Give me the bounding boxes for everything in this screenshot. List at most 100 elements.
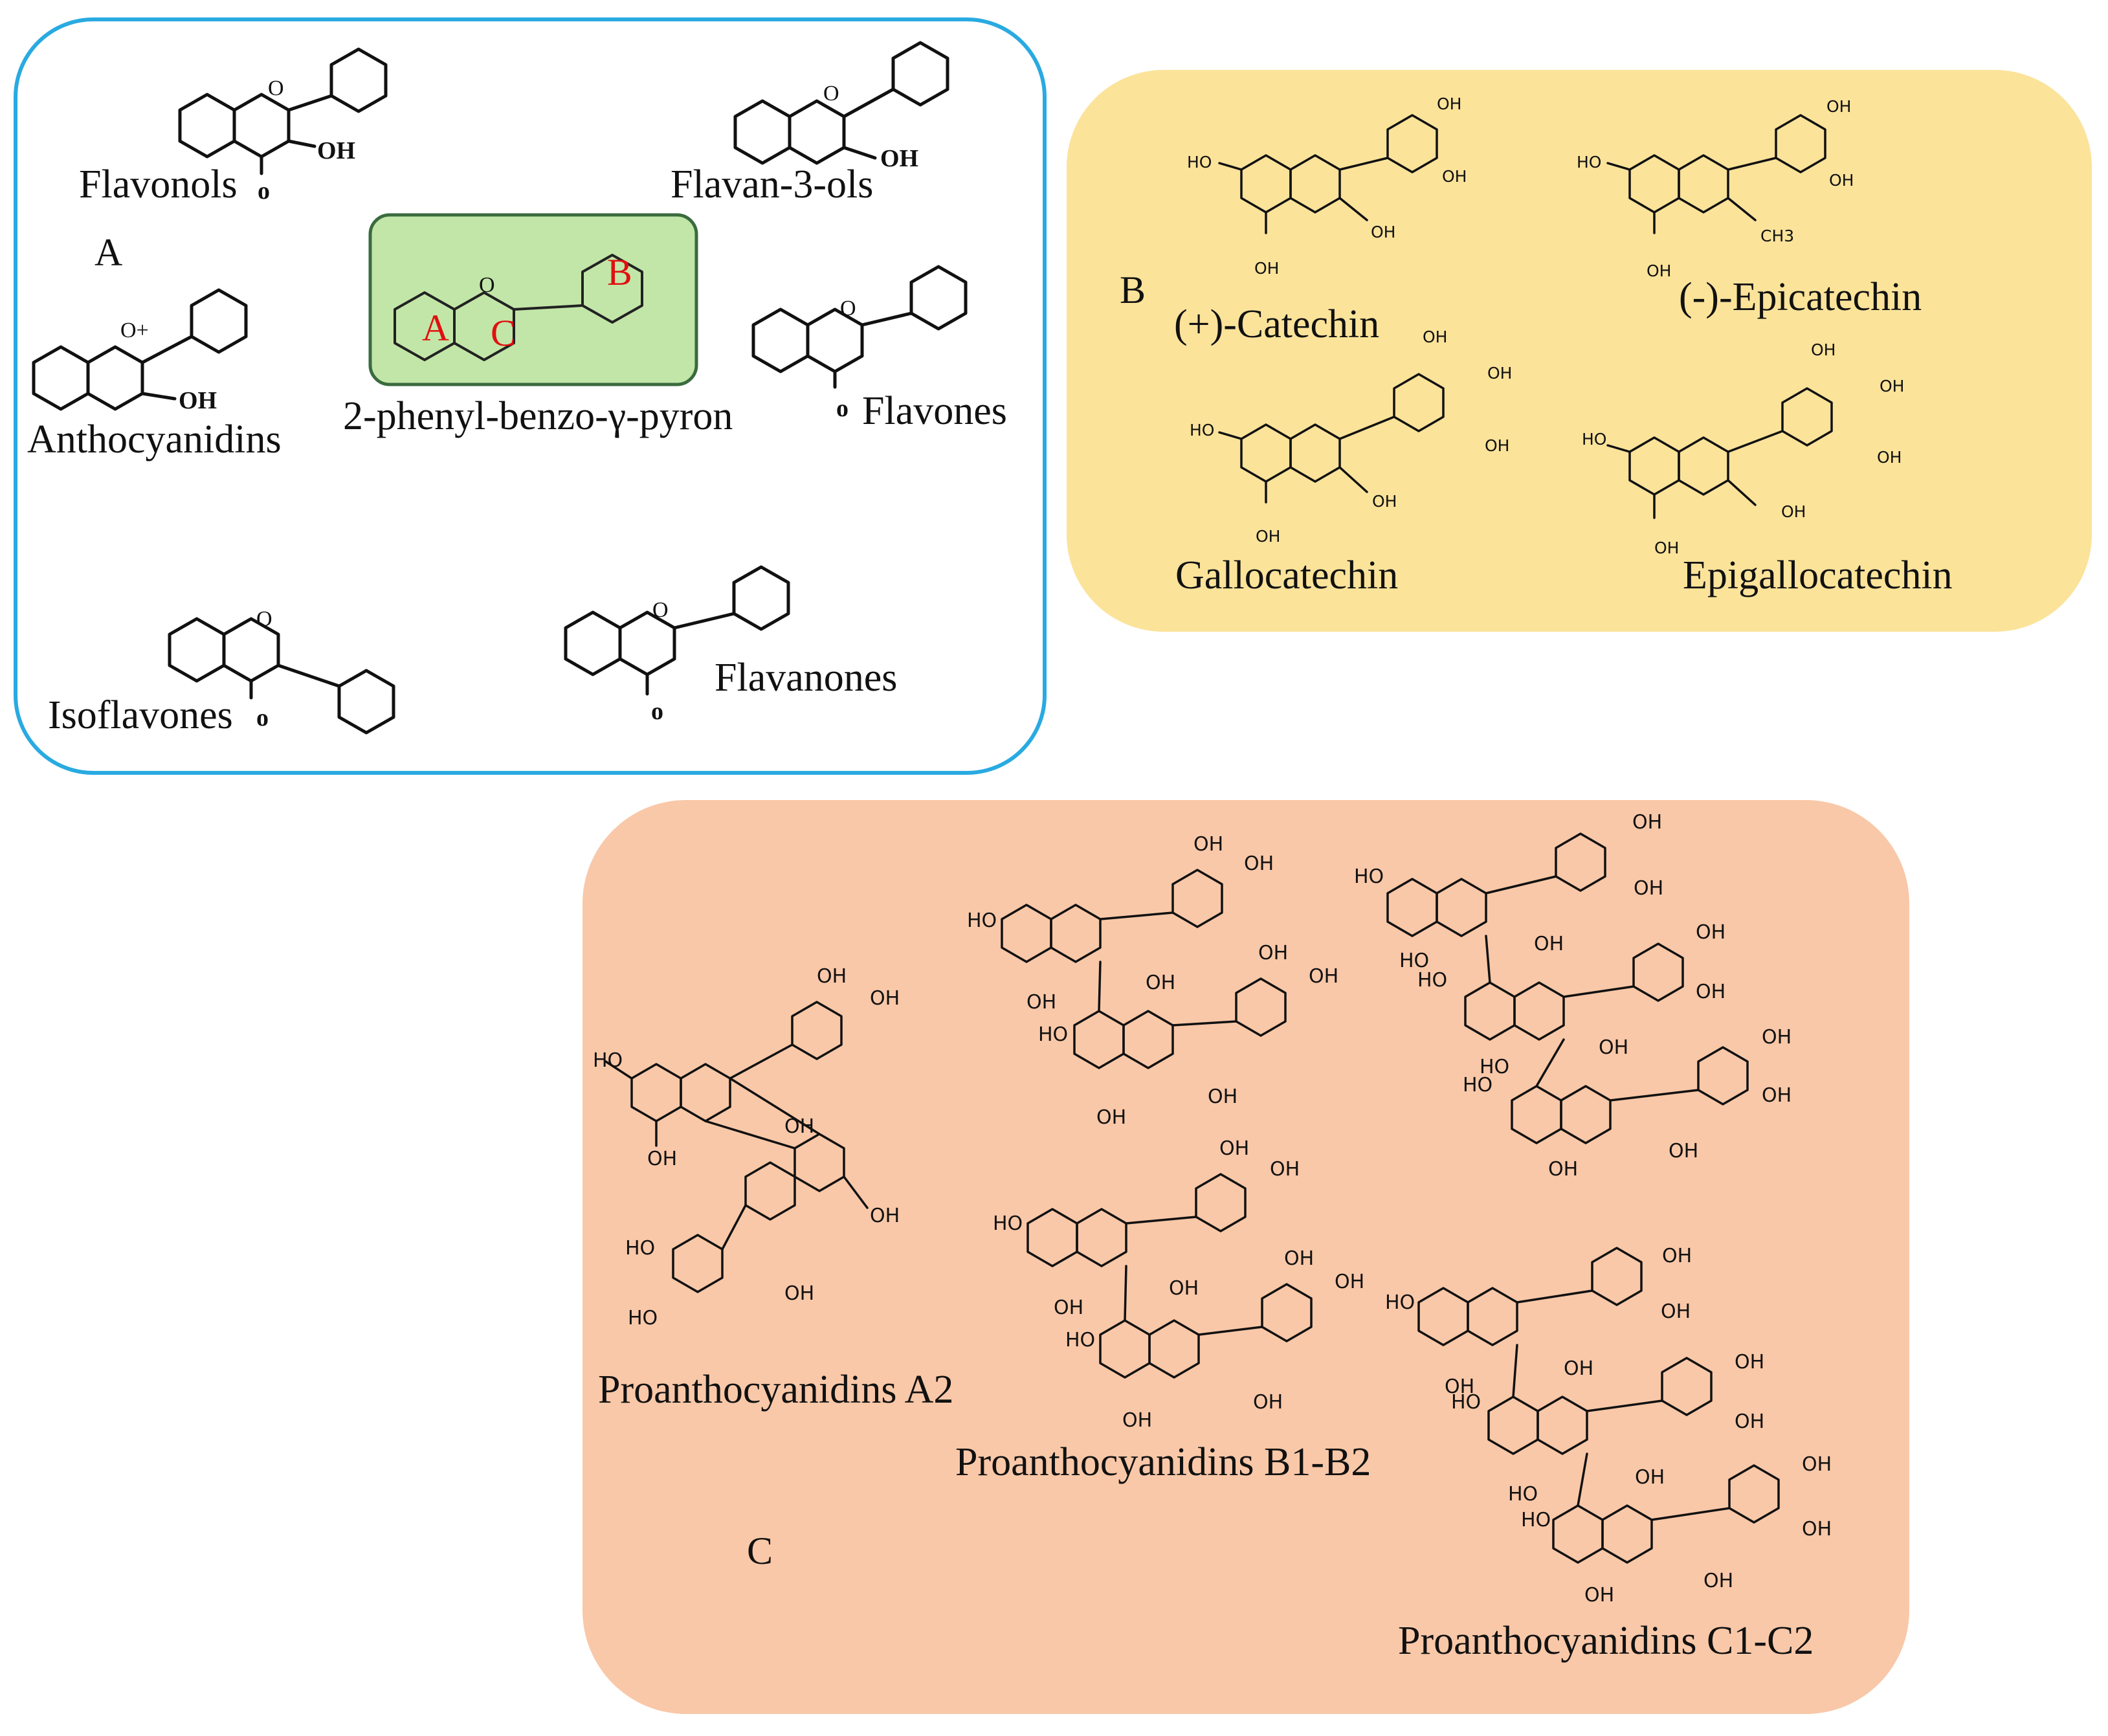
c2-ho-7c: HO xyxy=(1521,1509,1551,1531)
core-scaffold-box xyxy=(368,213,698,386)
panel-c-box xyxy=(582,800,1909,1714)
a2-oh-3p: OH xyxy=(817,965,847,988)
flavones-ring-oxygen: O xyxy=(840,296,856,320)
gallocatechin-oh-3p: OH xyxy=(1423,328,1448,346)
epicatechin-ho-7: HO xyxy=(1577,153,1602,172)
c2-oh-3pb: OH xyxy=(1735,1351,1765,1374)
c1-oh-3pc: OH xyxy=(1762,1026,1792,1049)
epicatechin-structure xyxy=(1606,114,1826,234)
flavones-carbonyl-oxygen: o xyxy=(836,395,849,422)
isoflavones-label: Isoflavones xyxy=(48,693,233,737)
b2-oh-3pb: OH xyxy=(1284,1247,1315,1270)
flavanones-label: Flavanones xyxy=(715,656,898,700)
catechin-ho-7: HO xyxy=(1187,153,1212,172)
c1-oh-3p: OH xyxy=(1632,811,1663,834)
a2-ho-4pb: HO xyxy=(628,1307,658,1330)
b1-oh-4pb: OH xyxy=(1309,965,1339,988)
epigallocatechin-label: Epigallocatechin xyxy=(1683,553,1953,597)
epigallocatechin-oh-3: OH xyxy=(1781,502,1806,521)
c1-ho-5: HO xyxy=(1399,950,1430,972)
catechin-structure xyxy=(1218,114,1438,234)
catechin-oh-5: OH xyxy=(1254,259,1280,278)
epigallocatechin-oh-4p: OH xyxy=(1880,377,1905,395)
flavan-3-ols-ring-oxygen: O xyxy=(823,82,839,106)
b1-oh-3: OH xyxy=(1146,972,1176,994)
a2-oh-3: OH xyxy=(784,1115,815,1138)
c2-oh-4pb: OH xyxy=(1735,1410,1765,1433)
panel-b-letter: B xyxy=(1120,269,1146,311)
epigallocatechin-oh-5: OH xyxy=(1654,539,1680,557)
catechin-oh-4p: OH xyxy=(1442,167,1467,186)
c2-oh-3pc: OH xyxy=(1802,1453,1832,1476)
epicatechin-ch3: CH3 xyxy=(1760,227,1795,245)
proanthocyanidins-a2-label: Proanthocyanidins A2 xyxy=(598,1368,954,1412)
flavonols-carbonyl-oxygen: o xyxy=(258,177,270,205)
b1-oh-3p: OH xyxy=(1193,833,1224,856)
a2-ho-7: HO xyxy=(593,1049,623,1072)
proanthocyanidins-b1-b2-label: Proanthocyanidins B1-B2 xyxy=(955,1440,1371,1484)
proanthocyanidin-b2-structure xyxy=(1026,1173,1313,1379)
b2-oh-5b: OH xyxy=(1122,1409,1153,1432)
epigallocatechin-oh-5p: OH xyxy=(1877,448,1902,467)
c2-oh-3c: OH xyxy=(1703,1570,1734,1592)
b2-oh-5: OH xyxy=(1054,1296,1084,1319)
flavones-label: Flavones xyxy=(862,389,1007,433)
b1-oh-5: OH xyxy=(1026,991,1057,1014)
flavan-3-ols-hydroxyl: OH xyxy=(880,145,919,172)
c2-ho-7b: HO xyxy=(1451,1391,1481,1414)
c2-ho-7: HO xyxy=(1385,1291,1415,1314)
epigallocatechin-ho-7: HO xyxy=(1582,430,1607,449)
c2-oh-3: OH xyxy=(1564,1357,1594,1380)
gallocatechin-label: Gallocatechin xyxy=(1175,553,1399,597)
ring-letter-b: B xyxy=(607,251,632,293)
flavonols-ring-oxygen: O xyxy=(268,76,284,100)
a2-ho-3pb: HO xyxy=(625,1237,656,1260)
anthocyanidins-label: Anthocyanidins xyxy=(27,417,282,462)
c2-oh-5c: OH xyxy=(1584,1584,1615,1607)
catechin-label: (+)-Catechin xyxy=(1174,302,1380,346)
c2-oh-4p: OH xyxy=(1661,1300,1691,1323)
panel-a-letter: A xyxy=(94,231,123,274)
epicatechin-oh-3p: OH xyxy=(1826,97,1852,116)
b1-ho-7b: HO xyxy=(1038,1023,1069,1046)
c1-oh-3c: OH xyxy=(1669,1140,1699,1163)
gallocatechin-ho-7: HO xyxy=(1190,421,1215,440)
epicatechin-label: (-)-Epicatechin xyxy=(1679,275,1922,319)
c1-ho-5b: HO xyxy=(1480,1056,1510,1078)
b1-ho-7: HO xyxy=(967,909,997,932)
catechin-oh-3: OH xyxy=(1371,223,1396,241)
c1-oh-3b: OH xyxy=(1599,1036,1629,1059)
proanthocyanidin-a2-structure xyxy=(605,1001,869,1293)
c1-oh-3pb: OH xyxy=(1696,921,1726,944)
c1-oh-4p: OH xyxy=(1634,877,1664,900)
a2-oh-3b: OH xyxy=(784,1282,815,1305)
ring-letter-a: A xyxy=(422,307,449,349)
ring-letter-c: C xyxy=(491,312,516,354)
b2-oh-3: OH xyxy=(1169,1277,1199,1300)
a2-oh-5: OH xyxy=(647,1148,678,1170)
gallocatechin-oh-5: OH xyxy=(1256,527,1281,546)
proanthocyanidins-c1-c2-label: Proanthocyanidins C1-C2 xyxy=(1398,1619,1814,1663)
epicatechin-oh-5: OH xyxy=(1647,262,1672,280)
proanthocyanidin-c1-structure xyxy=(1386,832,1749,1144)
proanthocyanidin-c2-structure xyxy=(1417,1247,1780,1564)
flavones-structure xyxy=(751,265,968,389)
gallocatechin-oh-3: OH xyxy=(1372,492,1397,511)
flavanones-carbonyl-oxygen: o xyxy=(651,698,663,725)
flavonols-hydroxyl: OH xyxy=(317,137,356,164)
c2-oh-5: OH xyxy=(1445,1375,1475,1398)
anthocyanidins-oxonium: O+ xyxy=(120,318,149,342)
b1-oh-4p: OH xyxy=(1244,852,1274,875)
c2-ho-5b: HO xyxy=(1508,1483,1538,1506)
c2-oh-3b: OH xyxy=(1635,1466,1665,1489)
b2-oh-4p: OH xyxy=(1270,1158,1300,1181)
flavan-3-ols-label: Flavan-3-ols xyxy=(671,162,874,206)
c1-oh-5c: OH xyxy=(1548,1158,1579,1181)
flavan-3-ols-structure xyxy=(733,41,949,165)
c1-oh-3: OH xyxy=(1534,933,1564,955)
b2-ho-7b: HO xyxy=(1065,1329,1096,1352)
gallocatechin-structure xyxy=(1218,373,1445,504)
panel-c-letter: C xyxy=(747,1530,773,1572)
epicatechin-oh-4p: OH xyxy=(1829,171,1854,190)
